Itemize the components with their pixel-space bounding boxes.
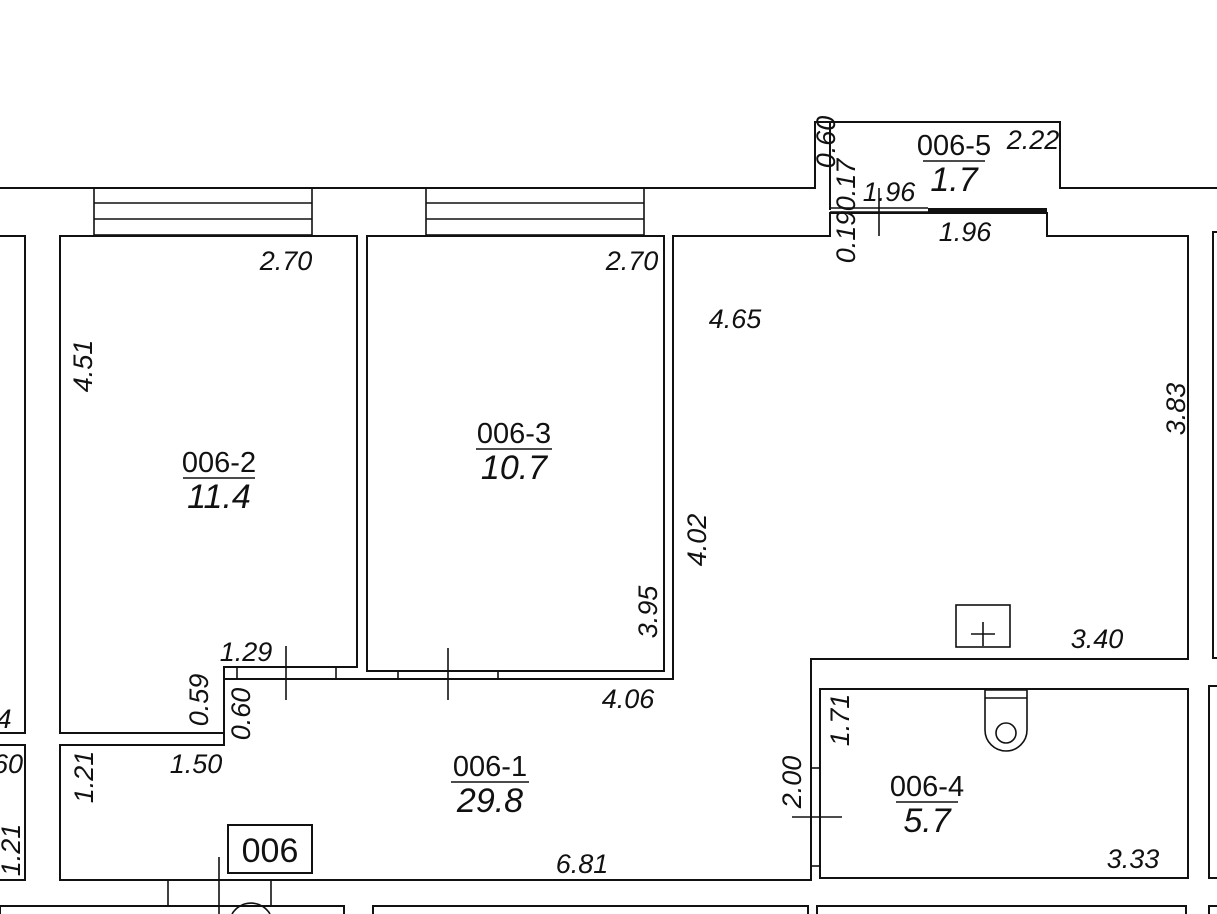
dim-r3-right: 3.95 — [633, 585, 663, 639]
dim-r5-top: 2.22 — [1006, 125, 1060, 155]
dim-r5-inner: 0.17 — [831, 158, 861, 212]
door-006-3 — [397, 648, 499, 700]
dim-edge-a: 4 — [0, 704, 12, 734]
room-id: 006-3 — [477, 418, 551, 450]
door-006-2 — [236, 646, 337, 700]
dim-edge-c: 1.21 — [0, 824, 26, 877]
room-id: 006-1 — [453, 751, 527, 783]
room-label-006-4: 006-4 5.7 — [890, 771, 964, 840]
dim-r1-notch: 0.60 — [226, 688, 256, 741]
dim-hall-left: 4.02 — [682, 514, 712, 567]
neighbour-bottom-4 — [1208, 905, 1217, 914]
sink-icon — [955, 604, 1011, 648]
room-id: 006-5 — [917, 130, 991, 162]
window-006-2 — [93, 187, 313, 236]
dim-edge-b: 60 — [0, 749, 23, 779]
dim-r5-left: 0.60 — [811, 116, 841, 169]
dim-hall-top: 4.65 — [709, 304, 763, 334]
neighbour-right-lower — [1208, 685, 1217, 879]
dim-r2-top: 2.70 — [259, 246, 313, 276]
door-006-4 — [792, 767, 842, 867]
room-id: 006-4 — [890, 771, 964, 803]
dim-r4-bottom: 3.33 — [1107, 844, 1160, 874]
room-label-006-2: 006-2 11.4 — [182, 447, 256, 516]
dim-r2-bottom: 1.29 — [220, 637, 273, 667]
outer-wall-inner-left — [0, 235, 26, 734]
room-label-006-3: 006-3 10.7 — [476, 418, 552, 487]
toilet-icon — [984, 689, 1028, 752]
apartment-number-box — [227, 824, 313, 874]
dim-r1-upper: 4.06 — [602, 684, 656, 714]
room-area: 1.7 — [930, 161, 978, 199]
room-006-1-outline — [59, 212, 1189, 881]
room-area: 10.7 — [481, 449, 548, 487]
neighbour-bottom-2 — [372, 905, 809, 914]
room-id: 006-2 — [182, 447, 256, 479]
room-label-006-1: 006-1 29.8 — [451, 751, 529, 820]
dim-hall-bottom: 3.40 — [1071, 624, 1124, 654]
neighbour-right-upper — [1212, 231, 1217, 659]
dim-r1-left: 1.21 — [69, 751, 99, 804]
dim-r5-bottom: 1.96 — [939, 217, 993, 247]
dim-r1-bottom: 6.81 — [556, 849, 609, 879]
dim-r3-top: 2.70 — [605, 246, 659, 276]
dim-r4-left: 1.71 — [825, 694, 855, 747]
outer-wall-left — [0, 121, 1217, 189]
room-area: 29.8 — [456, 782, 523, 820]
window-006-3 — [425, 187, 645, 236]
entrance-door — [167, 857, 272, 914]
dim-r2-notch: 0.59 — [184, 674, 214, 727]
room-006-2-outline — [59, 235, 358, 734]
apartment-number: 006 — [242, 832, 299, 870]
room-label-006-5: 006-5 1.7 — [917, 130, 991, 199]
dim-r5-gap: 0.19 — [831, 211, 861, 264]
dim-r2-left: 4.51 — [68, 340, 98, 393]
neighbour-bottom-3 — [816, 905, 1187, 914]
room-006-4-outline — [819, 688, 1189, 879]
room-area: 5.7 — [903, 802, 951, 840]
room-area: 11.4 — [187, 478, 251, 516]
room-006-3-outline — [366, 235, 665, 672]
neighbour-bottom-1 — [0, 905, 345, 914]
dim-hall-right: 3.83 — [1161, 383, 1191, 436]
dim-r5-width: 1.96 — [863, 177, 917, 207]
dim-r1-step: 1.50 — [170, 749, 223, 779]
outer-wall-inner-left-lower — [0, 744, 26, 881]
dim-r1-bath-wall: 2.00 — [777, 756, 807, 810]
